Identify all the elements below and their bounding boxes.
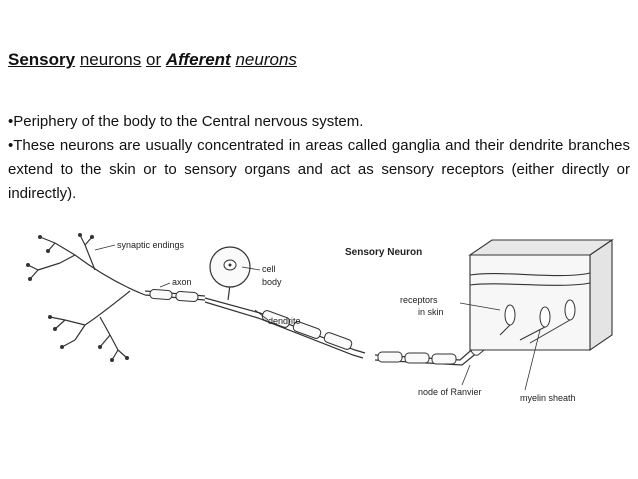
title-neurons-2: neurons: [235, 50, 297, 69]
body-text: •Periphery of the body to the Central ne…: [8, 110, 630, 206]
title-neurons: neurons: [79, 50, 142, 69]
skin-receptors: [499, 299, 576, 344]
label-synaptic-endings: synaptic endings: [117, 240, 185, 250]
cell-body: [209, 246, 251, 301]
diagram-heading: Sensory Neuron: [345, 247, 422, 258]
label-in-skin: in skin: [418, 307, 444, 317]
synaptic-endings-branches: [27, 234, 146, 361]
bullet-2: •These neurons are usually concentrated …: [8, 137, 630, 202]
title-or: or: [146, 50, 162, 69]
skin-block: [468, 238, 614, 352]
label-body: body: [262, 277, 282, 287]
title-sensory: Sensory: [8, 50, 76, 69]
bullet-1: •Periphery of the body to the Central ne…: [8, 113, 364, 130]
leader-lines: [94, 244, 541, 391]
label-node-of-ranvier: node of Ranvier: [418, 387, 482, 397]
myelin-segments: [149, 289, 492, 365]
sensory-neuron-diagram: synaptic endings axon cell body dendrite…: [26, 233, 614, 403]
synaptic-terminals: [26, 233, 129, 362]
axon-fiber: [144, 290, 526, 366]
label-myelin-sheath: myelin sheath: [520, 393, 576, 403]
label-cell: cell: [262, 264, 276, 274]
title-afferent: Afferent: [165, 50, 231, 69]
slide-title: Sensory neurons or Afferent neurons: [8, 50, 297, 70]
label-axon: axon: [172, 277, 192, 287]
label-receptors: receptors: [400, 295, 438, 305]
label-dendrite: dendrite: [268, 316, 301, 326]
